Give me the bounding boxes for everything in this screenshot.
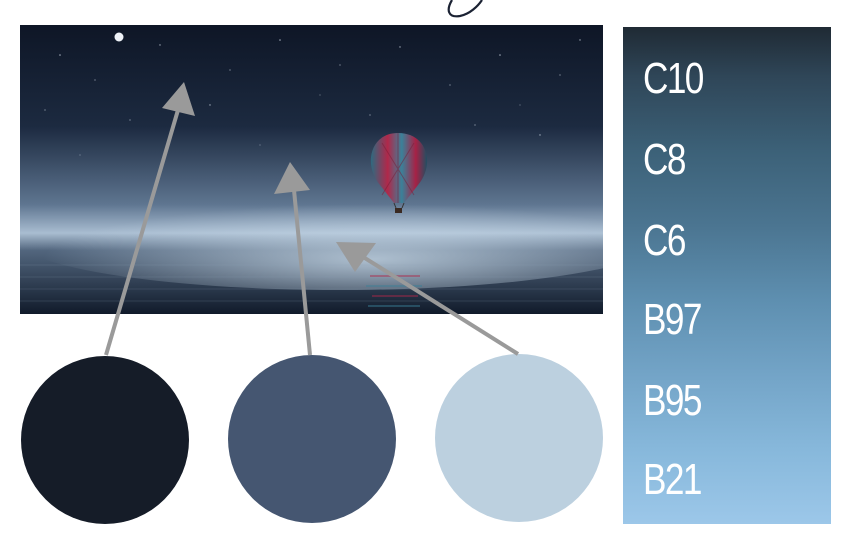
- palette-swatch-pale-blue: [435, 354, 603, 522]
- marker-label-b21: B21: [643, 455, 702, 504]
- marker-label-c8: C8: [643, 135, 686, 184]
- balloon-photo: [20, 25, 603, 314]
- palette-swatch-dark-navy: [21, 356, 189, 524]
- logo-curve: [447, 0, 483, 18]
- marker-label-c10: C10: [643, 54, 704, 103]
- marker-label-b95: B95: [643, 376, 702, 425]
- palette-swatch-slate-blue: [228, 355, 396, 523]
- marker-label-b97: B97: [643, 295, 702, 344]
- marker-color-strip: C10 C8 C6 B97 B95 B21: [623, 27, 831, 524]
- marker-label-c6: C6: [643, 216, 686, 265]
